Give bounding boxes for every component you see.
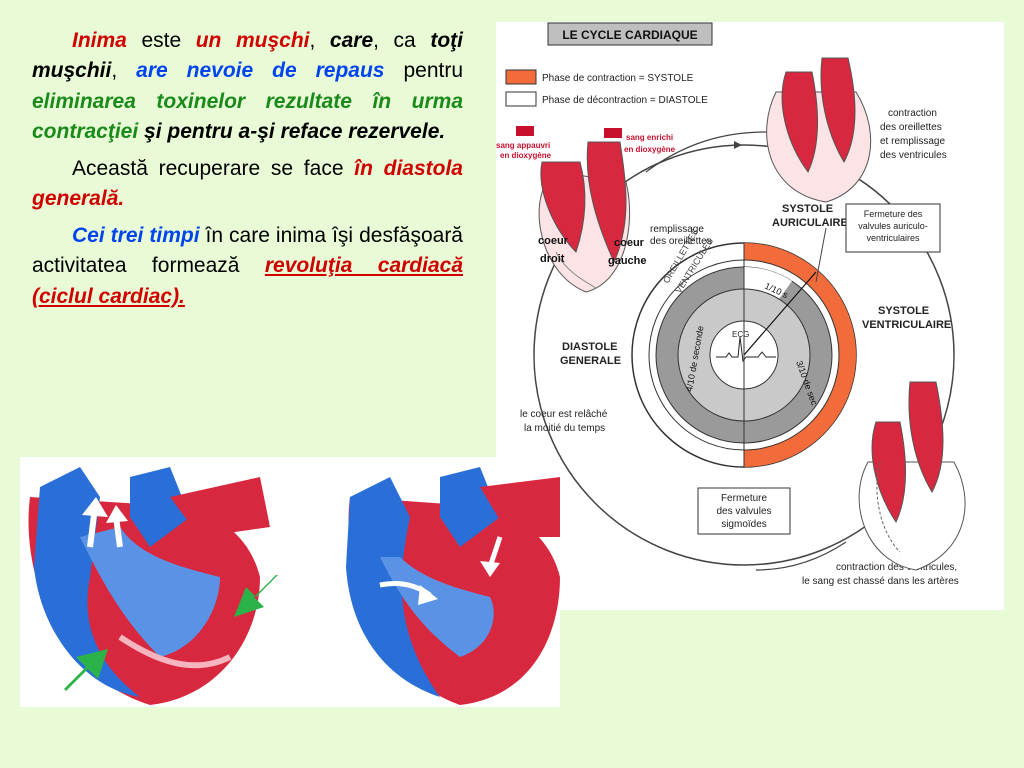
arrow-connector <box>755 541 847 571</box>
label-fermeture-sig: Fermeture <box>721 493 768 504</box>
diagram-title: LE CYCLE CARDIAQUE <box>562 28 697 42</box>
label-fermeture-av-3: ventriculaires <box>866 233 920 243</box>
heart-atrial-systole-illustration <box>766 57 872 203</box>
label-systole-vent: SYSTOLE <box>878 305 929 317</box>
paragraph-2: Această recuperare se face în diastola g… <box>32 154 463 215</box>
label-systole-vent-2: VENTRICULAIRE <box>862 319 951 331</box>
label-sang-enrichi: sang enrichi <box>626 133 673 142</box>
word-un-muschi: un muşchi <box>195 29 310 52</box>
heart-section-left <box>28 467 270 705</box>
label-fermeture-av: Fermeture des <box>864 209 923 219</box>
text: pentru <box>384 59 464 83</box>
phrase-trei-timpi: Cei trei timpi <box>72 223 200 247</box>
phrase-repaus: are nevoie de repaus <box>136 59 385 83</box>
label-sang-appauvri-2: en dioxygène <box>500 151 552 160</box>
ecg-trace <box>716 336 776 363</box>
arrow-connector <box>645 131 767 173</box>
label-contraction-or: contraction <box>888 108 937 119</box>
green-arrow-bottom <box>64 649 108 691</box>
pointer-line <box>743 271 817 356</box>
label-sang-appauvri: sang appauvri <box>496 141 550 150</box>
phrase-revolutia: revoluţia cardiacă (ciclul cardiac). <box>32 254 463 308</box>
cycle-arrowhead <box>734 141 742 149</box>
text: , <box>309 29 330 52</box>
cycle-svg: LE CYCLE CARDIAQUE Phase de contraction … <box>496 22 966 587</box>
label-diastole: DIASTOLE <box>562 341 617 353</box>
label-contraction-or-2: des oreillettes <box>880 122 942 133</box>
heart-ventricular-systole-illustration <box>858 381 966 571</box>
box-fermeture-av <box>845 203 941 253</box>
leader-line <box>815 227 827 283</box>
swatch-appauvri <box>516 126 534 136</box>
label-diastole-2: GENERALE <box>560 355 621 367</box>
systole-atrial-arc <box>744 266 792 299</box>
label-contraction-or-4: des ventricules <box>880 150 947 161</box>
phrase-diastola: în diastola generală. <box>32 156 463 211</box>
label-remplissage: remplissage <box>650 224 704 235</box>
text: , <box>111 59 137 83</box>
legend-diastole: Phase de décontraction = DIASTOLE <box>542 95 708 106</box>
label-fermeture-av-2: valvules auriculo- <box>858 221 928 231</box>
label-contraction-or-3: et remplissage <box>880 136 945 147</box>
text-column: Inima este un muşchi, care, ca toţi muşc… <box>32 26 463 318</box>
legend-systole-swatch <box>505 69 537 85</box>
label-systole-aur-2: AURICULAIRE <box>772 217 848 229</box>
text: Această recuperare se face <box>72 156 355 180</box>
hearts-svg <box>28 467 560 705</box>
heart-cross-sections <box>20 457 560 707</box>
label-relache: le coeur est relâché <box>520 409 608 420</box>
green-arrow-right <box>234 575 278 617</box>
label-coeur-droit: coeur <box>538 235 569 247</box>
label-remplissage-2: des oreillettes <box>650 236 712 247</box>
label-systole-aur: SYSTOLE <box>782 203 833 215</box>
word-toti-muschii: toţi muşchii <box>32 29 463 83</box>
cycle-outer-circle <box>533 144 955 566</box>
word-inima: Inima <box>72 29 127 52</box>
label-contraction-vent-2: le sang est chassé dans les artères <box>802 576 959 587</box>
label-fermeture-sig-2: des valvules <box>716 506 771 517</box>
box-fermeture-sig <box>697 487 791 535</box>
text: în care inima îşi desfăşoară activitatea… <box>32 223 463 278</box>
word-care: care <box>329 29 374 52</box>
paragraph-1: Inima este un muşchi, care, ca toţi muşc… <box>32 26 463 148</box>
heart-diastole-illustration <box>538 141 631 293</box>
label-fermeture-sig-3: sigmoïdes <box>721 519 767 530</box>
systole-ventricular-arc <box>744 243 856 467</box>
text: este <box>126 29 196 52</box>
ecg-label: ECG <box>732 330 749 339</box>
label-coeur-gauche: coeur <box>614 237 645 249</box>
label-coeur-gauche-2: gauche <box>608 255 647 267</box>
label-relache-2: la moitié du temps <box>524 423 605 434</box>
label-coeur-droit-2: droit <box>540 253 565 265</box>
title-box <box>547 22 713 46</box>
paragraph-3: Cei trei timpi în care inima îşi desfăşo… <box>32 221 463 312</box>
legend-diastole-swatch <box>505 91 537 107</box>
legend-systole: Phase de contraction = SYSTOLE <box>542 73 694 84</box>
label-contraction-vent: contraction des ventricules, <box>836 562 957 573</box>
label-sang-enrichi-2: en dioxygène <box>624 145 676 154</box>
heart-section-right <box>346 467 560 705</box>
phrase-eliminarea: eliminarea toxinelor rezultate în urma c… <box>32 89 463 144</box>
cardiac-cycle-diagram: LE CYCLE CARDIAQUE Phase de contraction … <box>496 22 1004 610</box>
text: , ca <box>373 29 431 52</box>
swatch-enrichi <box>604 128 622 138</box>
phrase-rezervele: şi pentru a-şi reface rezervele. <box>144 120 446 144</box>
